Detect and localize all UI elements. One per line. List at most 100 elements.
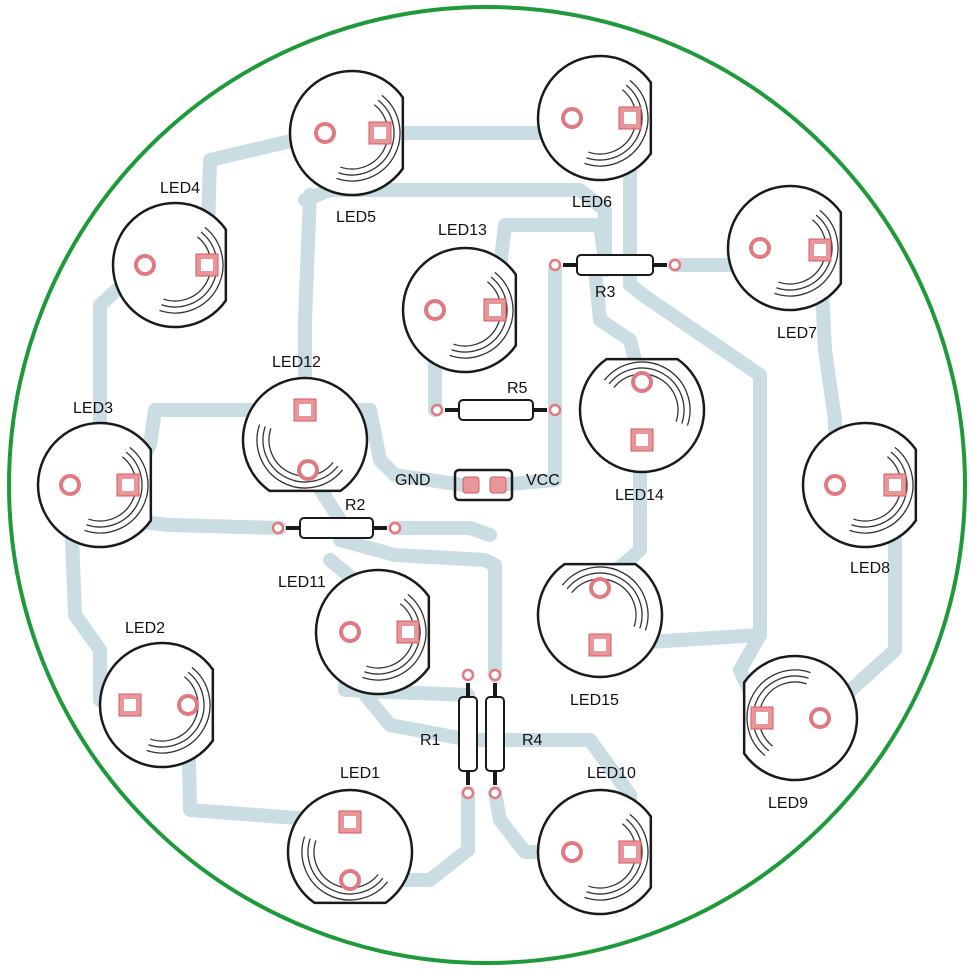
led15-lens-arc xyxy=(561,566,649,631)
led6-lens-arc xyxy=(588,89,637,155)
led4-label: LED4 xyxy=(160,180,200,197)
r4-label: R4 xyxy=(522,732,543,749)
led1-cathode-hole xyxy=(344,816,356,828)
r1-component: R1 xyxy=(420,668,478,800)
led15-component: LED15 xyxy=(536,562,664,709)
led3-lens-arc xyxy=(86,451,143,528)
led1-body xyxy=(286,788,414,905)
led10-lens-arc xyxy=(586,818,643,895)
led5-component: LED5 xyxy=(288,69,405,226)
led10-label: LED10 xyxy=(587,765,636,782)
led7-anode-pad xyxy=(749,237,771,259)
r2-pad-b xyxy=(388,521,402,535)
led13-cathode-hole xyxy=(489,304,501,316)
led3-cathode-hole xyxy=(122,479,134,491)
led11-anode-pad xyxy=(339,621,361,643)
led10-cathode-hole xyxy=(624,846,636,858)
led5-cathode-hole xyxy=(374,127,386,139)
led1-lens-arc xyxy=(307,838,384,895)
led2-lens-arc xyxy=(146,666,211,754)
led11-component: LED11 xyxy=(278,568,431,696)
led5-lens-arc xyxy=(338,99,395,176)
led15-body xyxy=(536,562,664,679)
led4-anode-pad xyxy=(134,254,156,276)
led7-cathode-hole xyxy=(814,244,826,256)
led15-cathode-hole xyxy=(594,639,606,651)
led12-anode-pad xyxy=(297,459,319,481)
led15-lens-arc xyxy=(571,578,637,627)
led4-cathode-hole xyxy=(201,259,213,271)
led5-lens-arc xyxy=(340,104,389,170)
led1-label: LED1 xyxy=(340,765,380,782)
led12-cathode-hole xyxy=(299,404,311,416)
led2-component: LED2 xyxy=(98,620,215,769)
led2-cathode-hole xyxy=(124,699,136,711)
led14-body xyxy=(578,357,706,474)
led9-label: LED9 xyxy=(768,795,808,812)
r2-component: R2 xyxy=(271,497,402,539)
led3-body xyxy=(36,421,153,549)
led10-body xyxy=(536,788,653,916)
led12-lens-arc xyxy=(256,424,344,489)
led1-component: LED1 xyxy=(286,765,414,905)
led4-body xyxy=(111,201,228,329)
led3-component: LED3 xyxy=(36,400,153,549)
led9-body xyxy=(742,654,859,782)
led2-label: LED2 xyxy=(125,620,165,637)
r1-pad-b xyxy=(461,786,475,800)
led4-component: LED4 xyxy=(111,180,228,329)
led13-component: LED13 xyxy=(401,222,518,374)
led9-lens-arc xyxy=(752,675,809,752)
led8-anode-pad xyxy=(824,474,846,496)
led11-cathode-hole xyxy=(402,626,414,638)
board-outline xyxy=(7,5,967,965)
led7-body xyxy=(726,184,843,312)
led2-body xyxy=(98,641,215,769)
led12-label: LED12 xyxy=(272,354,321,371)
led13-anode-pad xyxy=(424,299,446,321)
led3-lens-arc xyxy=(84,446,149,534)
led15-lens-arc xyxy=(566,572,643,629)
r3-component: R3 xyxy=(548,254,682,301)
led14-lens-arc xyxy=(603,361,691,426)
r5-pad-b xyxy=(548,403,562,417)
led11-lens-arc xyxy=(366,603,415,669)
led7-label: LED7 xyxy=(777,325,817,342)
led10-component: LED10 xyxy=(536,765,653,916)
led3-label: LED3 xyxy=(73,400,113,417)
r4-component: R4 xyxy=(485,668,543,800)
r4-body xyxy=(485,696,505,772)
connector-outline xyxy=(453,468,514,502)
gnd-pin-pad xyxy=(462,476,480,494)
led14-label: LED14 xyxy=(615,487,664,504)
led5-anode-pad xyxy=(314,122,336,144)
led12-body xyxy=(241,376,369,493)
r3-label: R3 xyxy=(595,284,616,301)
led5-lens-arc xyxy=(336,94,401,182)
led12-lens-arc xyxy=(268,428,334,477)
led4-lens-arc xyxy=(163,236,212,302)
led11-label: LED11 xyxy=(278,574,326,591)
r1-label: R1 xyxy=(420,732,441,749)
r4-pad-b xyxy=(488,786,502,800)
led13-label: LED13 xyxy=(438,222,487,239)
led1-anode-pad xyxy=(339,869,361,891)
led2-lens-arc xyxy=(148,671,205,748)
led9-component: LED9 xyxy=(742,654,859,812)
r2-label: R2 xyxy=(345,497,366,514)
led2-lens-arc xyxy=(150,676,199,742)
r3-pad-a xyxy=(548,258,562,272)
r5-component: R5 xyxy=(430,380,562,421)
led10-lens-arc xyxy=(584,813,649,901)
led14-anode-pad xyxy=(631,371,653,393)
led14-lens-arc xyxy=(608,367,685,424)
led-group: LED1LED2LED3LED4LED5LED6LED7LED8LED9LED1… xyxy=(36,54,918,916)
gnd-label: GND xyxy=(395,472,431,489)
led6-label: LED6 xyxy=(572,194,612,211)
r3-pad-b xyxy=(668,258,682,272)
led12-lens-arc xyxy=(262,426,339,483)
led8-lens-arc xyxy=(849,446,914,534)
led10-lens-arc xyxy=(588,823,637,889)
led7-lens-arc xyxy=(778,219,827,285)
